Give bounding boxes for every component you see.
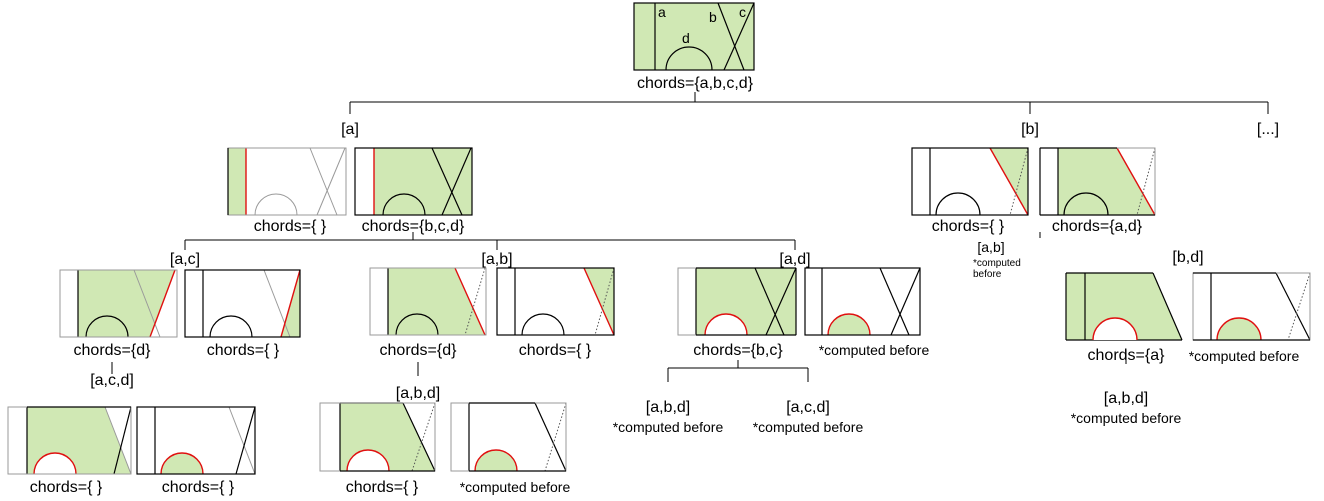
ac-node-left: chords={d} <box>59 269 178 359</box>
a-node-right: chords={b,c,d} <box>354 147 473 235</box>
ad-node-right: *computed before <box>804 267 930 358</box>
acd-node-right-caption: chords={ } <box>162 479 235 496</box>
abd-node-right: *computed before <box>450 402 571 495</box>
branch-label-a: [a] <box>341 121 359 138</box>
b-node-left-caption: chords={ } <box>932 218 1005 235</box>
b-node-right-caption: chords={a,d} <box>1052 218 1143 235</box>
chord-label-a: a <box>658 4 666 20</box>
a-node-left-caption: chords={ } <box>254 218 327 235</box>
bd-node-right: *computed before <box>1189 272 1311 364</box>
chord-label-b: b <box>709 9 717 25</box>
acd-node-left: chords={ } <box>7 406 132 496</box>
acd-node-right: chords={ } <box>136 406 256 496</box>
tree-connectors <box>111 92 1269 382</box>
ad-node-left: chords={b,c} <box>677 267 797 359</box>
chord-label-d: d <box>682 30 690 46</box>
ab-node-right: chords={ } <box>496 267 615 359</box>
ac-node-right: chords={ } <box>184 269 301 359</box>
branch-label-bd: [b,d] <box>1172 249 1203 266</box>
branch-label-ac: [a,c] <box>170 251 200 268</box>
ad-child-note-acd: *computed before <box>753 419 864 435</box>
ad-node-right-note: *computed before <box>819 342 930 358</box>
bd-child-note-abd: *computed before <box>1071 410 1182 426</box>
ab-node-left-caption: chords={d} <box>380 342 458 359</box>
root-caption: chords={a,b,c,d} <box>637 75 754 92</box>
ab-node-right-caption: chords={ } <box>519 342 592 359</box>
ad-child-note-abd: *computed before <box>613 419 724 435</box>
ab-node-left: chords={d} <box>369 267 487 359</box>
acd-node-left-caption: chords={ } <box>30 479 103 496</box>
branch-label-acd: [a,c,d] <box>90 372 134 389</box>
abd-node-left-caption: chords={ } <box>346 479 419 496</box>
bd-node-left: chords={a} <box>1065 272 1183 364</box>
a-node-right-caption: chords={b,c,d} <box>362 218 465 235</box>
b-child-note-ab-line2: before <box>973 269 1002 280</box>
root-node: a b c d chords={a,b,c,d} <box>633 2 755 92</box>
branch-label-more: [...] <box>1257 121 1279 138</box>
ac-node-right-caption: chords={ } <box>207 342 280 359</box>
branch-label-abd: [a,b,d] <box>396 385 440 402</box>
branch-label-ab: [a,b] <box>481 251 512 268</box>
b-node-left: chords={ } <box>911 147 1029 235</box>
b-child-note-ab-line1: *computed <box>973 258 1021 269</box>
bd-child-label-abd: [a,b,d] <box>1104 390 1148 407</box>
bd-node-right-note: *computed before <box>1189 348 1300 364</box>
ad-node-left-caption: chords={b,c} <box>693 342 783 359</box>
abd-node-right-note: *computed before <box>460 479 571 495</box>
chord-label-c: c <box>739 4 746 20</box>
ad-child-label-acd: [a,c,d] <box>786 399 830 416</box>
abd-node-left: chords={ } <box>319 402 436 496</box>
branch-label-b: [b] <box>1021 121 1039 138</box>
bd-node-left-caption: chords={a} <box>1088 347 1166 364</box>
a-node-left: chords={ } <box>227 147 347 235</box>
ac-node-left-caption: chords={d} <box>74 342 152 359</box>
b-child-label-ab: [a,b] <box>977 239 1004 255</box>
b-node-right: chords={a,d} <box>1039 147 1156 235</box>
ad-child-label-abd: [a,b,d] <box>646 399 690 416</box>
branch-label-ad: [a,d] <box>779 251 810 268</box>
